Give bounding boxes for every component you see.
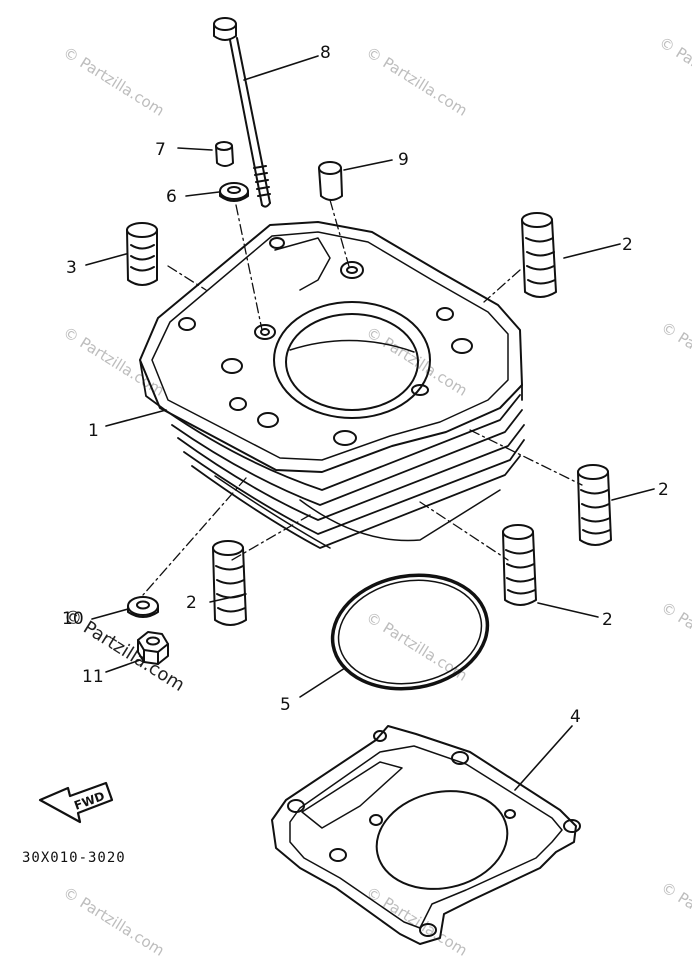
alignment-lines [142, 199, 583, 596]
part-9-dowel [318, 161, 343, 201]
part-5-o-ring [330, 573, 490, 691]
part-3-pin [126, 222, 158, 286]
watermark-9: © Partzilla.com [60, 883, 168, 960]
callout-2c: 2 [602, 610, 613, 630]
part-2-pin-mid-right [577, 464, 612, 546]
callout-3: 3 [66, 258, 77, 278]
callout-11: 11 [82, 667, 104, 687]
watermark-5: © Partzilla.com [363, 323, 471, 400]
part-11-nut [137, 631, 169, 665]
part-1-cylinder [139, 221, 525, 549]
watermark-6: © Partzilla.com [658, 318, 692, 395]
watermark-11: © Partzilla.com [658, 878, 692, 955]
watermark-3: © Partzilla.com [656, 33, 692, 110]
callout-2b: 2 [658, 480, 669, 500]
part-2-pin-top-right [521, 212, 557, 298]
watermark-2: © Partzilla.com [363, 43, 471, 120]
callout-5: 5 [280, 695, 291, 715]
part-2-pin-lower-left [212, 540, 247, 626]
callout-8: 8 [320, 43, 331, 63]
watermarks: © Partzilla.com © Partzilla.com © Partzi… [59, 33, 692, 960]
part-8-stud-bolt [213, 17, 271, 208]
part-7-dowel [215, 141, 234, 167]
watermark-8: © Partzilla.com [658, 598, 692, 675]
callout-10: 10 [62, 609, 84, 629]
watermark-1: © Partzilla.com [60, 43, 168, 120]
callout-7: 7 [155, 140, 166, 160]
callout-2d: 2 [186, 593, 197, 613]
part-6-washer [219, 182, 249, 202]
callout-9: 9 [398, 150, 409, 170]
leader-lines [85, 55, 655, 791]
part-10-washer [127, 596, 159, 618]
callouts: 8 7 6 9 3 2 2 2 2 1 10 11 5 4 [62, 43, 669, 727]
callout-6: 6 [166, 187, 177, 207]
fwd-arrow-icon: FWD [38, 781, 114, 824]
drawing-code: 30X010-3020 [22, 850, 126, 866]
callout-4: 4 [570, 707, 581, 727]
part-2-pin-lower-right [502, 524, 537, 606]
part-4-base-gasket [271, 725, 581, 945]
callout-2a: 2 [622, 235, 633, 255]
callout-1: 1 [88, 421, 99, 441]
